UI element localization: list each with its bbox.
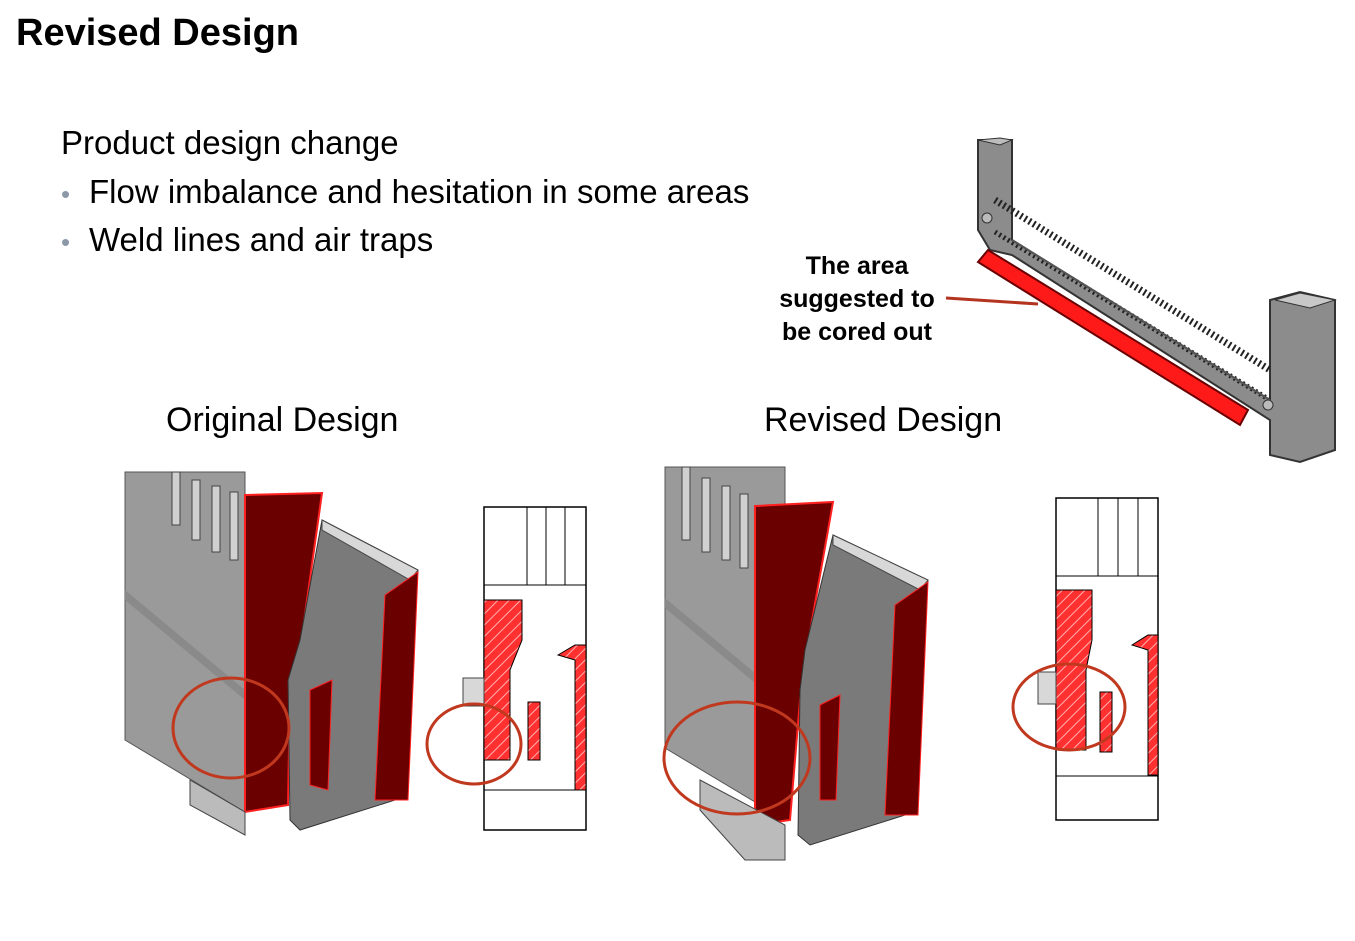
cored-out-area-highlight bbox=[976, 248, 1250, 427]
connector-overview bbox=[977, 137, 1337, 464]
callout-line: suggested to bbox=[779, 285, 935, 313]
original-3d-highlight-circle bbox=[171, 676, 291, 780]
revised-3d-part bbox=[664, 466, 929, 861]
original-3d-part bbox=[124, 471, 419, 836]
revised-cross-section bbox=[1037, 497, 1159, 821]
revised-section-highlight-circle bbox=[1011, 662, 1127, 752]
bullet-text: Flow imbalance and hesitation in some ar… bbox=[89, 173, 750, 210]
revised-design-label: Revised Design bbox=[764, 401, 1003, 439]
intro-text: Product design change bbox=[61, 124, 399, 161]
bullet-item: • Flow imbalance and hesitation in some a… bbox=[61, 170, 749, 218]
original-design-label: Original Design bbox=[166, 401, 399, 439]
callout-line: The area bbox=[805, 252, 909, 280]
page-title: Revised Design bbox=[16, 12, 299, 54]
callout-line: be cored out bbox=[781, 318, 932, 346]
cored-out-callout: The area suggested to be cored out bbox=[762, 250, 952, 349]
bullet-icon: • bbox=[61, 227, 71, 257]
callout-leader-line bbox=[945, 296, 1039, 306]
bullet-text: Weld lines and air traps bbox=[89, 221, 434, 258]
original-section-highlight-circle bbox=[425, 702, 523, 786]
bullet-item: • Weld lines and air traps bbox=[61, 218, 749, 266]
bullet-list: • Flow imbalance and hesitation in some a… bbox=[61, 170, 749, 266]
revised-3d-highlight-circle bbox=[662, 700, 812, 816]
original-cross-section bbox=[462, 506, 587, 831]
bullet-icon: • bbox=[61, 179, 71, 209]
